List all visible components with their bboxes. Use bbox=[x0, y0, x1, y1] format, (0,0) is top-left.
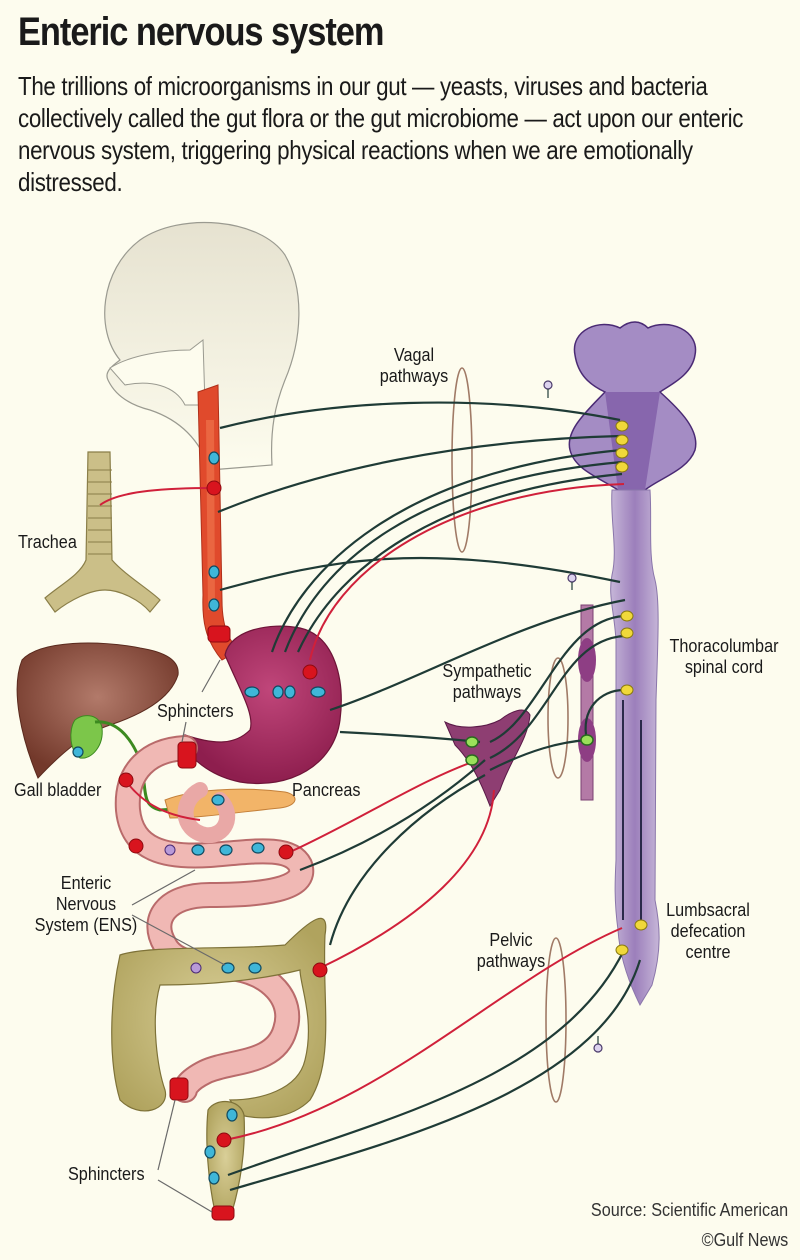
label-line: pathways bbox=[476, 951, 546, 971]
leader-lines bbox=[131, 659, 226, 1213]
vagal-nerves bbox=[217, 401, 626, 712]
pathway-markers bbox=[543, 380, 603, 1053]
label-sphincters-lower: Sphincters bbox=[68, 1164, 145, 1184]
pelvic-sensory-nerve bbox=[224, 927, 623, 1141]
label-vagal-pathways: Vagal pathways bbox=[377, 345, 451, 387]
label-lumbsacral-defecation-centre: Lumbsacral defecation centre bbox=[663, 900, 753, 963]
sphincters bbox=[169, 625, 235, 1221]
label-line: Lumbsacral bbox=[666, 900, 750, 920]
label-line: centre bbox=[685, 942, 731, 962]
label-line: Nervous bbox=[55, 894, 117, 914]
label-line: System (ENS) bbox=[34, 915, 138, 935]
pelvic-nerves bbox=[227, 949, 642, 1192]
cns-neurons bbox=[615, 420, 648, 956]
brainstem bbox=[568, 321, 697, 499]
vagal-sensory-nerve bbox=[309, 483, 625, 661]
label-line: Thoracolumbar bbox=[669, 636, 779, 656]
label-line: spinal cord bbox=[684, 657, 764, 677]
label-thoracolumbar-spinal-cord: Thoracolumbar spinal cord bbox=[666, 636, 781, 678]
label-line: Enteric bbox=[60, 873, 112, 893]
label-pelvic-pathways: Pelvic pathways bbox=[474, 930, 548, 972]
ganglion-neurons bbox=[465, 734, 594, 766]
liver bbox=[16, 642, 179, 779]
label-line: pathways bbox=[452, 682, 522, 702]
pathway-ellipses bbox=[451, 367, 569, 1103]
sphincter-ileocecal bbox=[169, 1077, 189, 1101]
label-line: defecation bbox=[670, 921, 746, 941]
label-line: pathways bbox=[379, 366, 449, 386]
small-intestine bbox=[114, 735, 315, 1103]
label-trachea: Trachea bbox=[18, 532, 77, 552]
copyright: ©Gulf News bbox=[701, 1230, 788, 1250]
label-pancreas: Pancreas bbox=[292, 780, 361, 800]
trachea bbox=[44, 451, 161, 613]
sphincter-lower-esophageal bbox=[207, 625, 231, 643]
sphincter-pyloric bbox=[177, 741, 197, 769]
page-title: Enteric nervous system bbox=[18, 10, 384, 54]
label-sphincters-upper: Sphincters bbox=[157, 701, 234, 721]
stomach bbox=[184, 625, 342, 784]
spinal-cord bbox=[610, 489, 660, 1007]
pelvic-pathways-ellipse bbox=[545, 937, 567, 1103]
label-sympathetic-pathways: Sympathetic pathways bbox=[438, 661, 537, 703]
label-line: Vagal bbox=[393, 345, 435, 365]
sympathetic-pathways-ellipse bbox=[547, 657, 569, 779]
source-credit: Source: Scientific American bbox=[590, 1200, 788, 1220]
ens-neurons bbox=[72, 451, 326, 1185]
head-silhouette bbox=[104, 221, 300, 471]
ens-interneurons bbox=[164, 844, 202, 974]
vagal-pathways-ellipse bbox=[451, 367, 473, 553]
intro-paragraph: The trillions of microorganisms in our g… bbox=[18, 71, 744, 197]
sphincter-anal bbox=[211, 1205, 235, 1221]
trachea-sensory-nerve bbox=[99, 487, 216, 506]
label-enteric-nervous-system: Enteric Nervous System (ENS) bbox=[34, 873, 138, 936]
label-line: Pelvic bbox=[489, 930, 533, 950]
label-gall-bladder: Gall bladder bbox=[14, 780, 102, 800]
sensory-endings bbox=[118, 480, 328, 1148]
label-line: Sympathetic bbox=[442, 661, 532, 681]
sympathetic-chain bbox=[578, 604, 596, 801]
